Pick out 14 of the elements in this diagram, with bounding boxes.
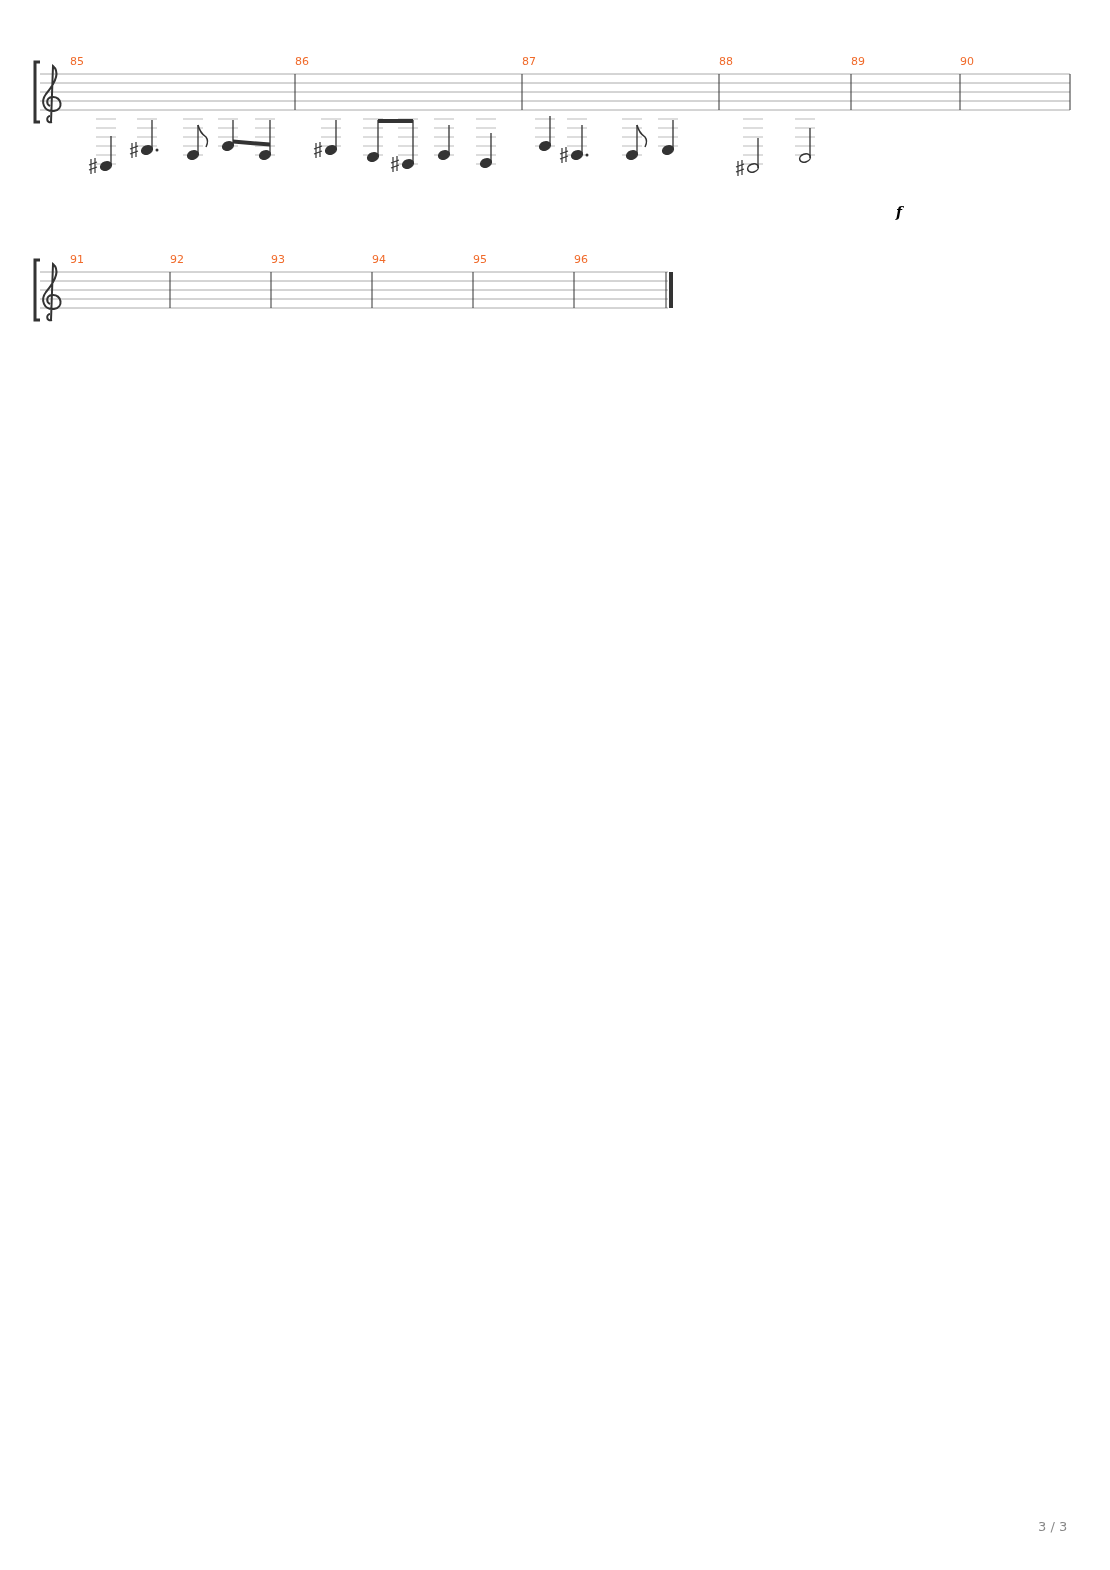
measure-number: 92 [170, 254, 184, 266]
measure-number: 96 [574, 254, 588, 266]
measure-number: 93 [271, 254, 285, 266]
measure-number: 94 [372, 254, 386, 266]
measure-number: 90 [960, 56, 974, 68]
measure-number: 91 [70, 254, 84, 266]
measure-number: 89 [851, 56, 865, 68]
measure-number: 85 [70, 56, 84, 68]
page-number: 3 / 3 [1038, 1520, 1068, 1534]
measure-number: 87 [522, 56, 536, 68]
dynamic-marking: f [896, 205, 903, 219]
measure-number: 95 [473, 254, 487, 266]
measure-number: 88 [719, 56, 733, 68]
measure-number: 86 [295, 56, 309, 68]
